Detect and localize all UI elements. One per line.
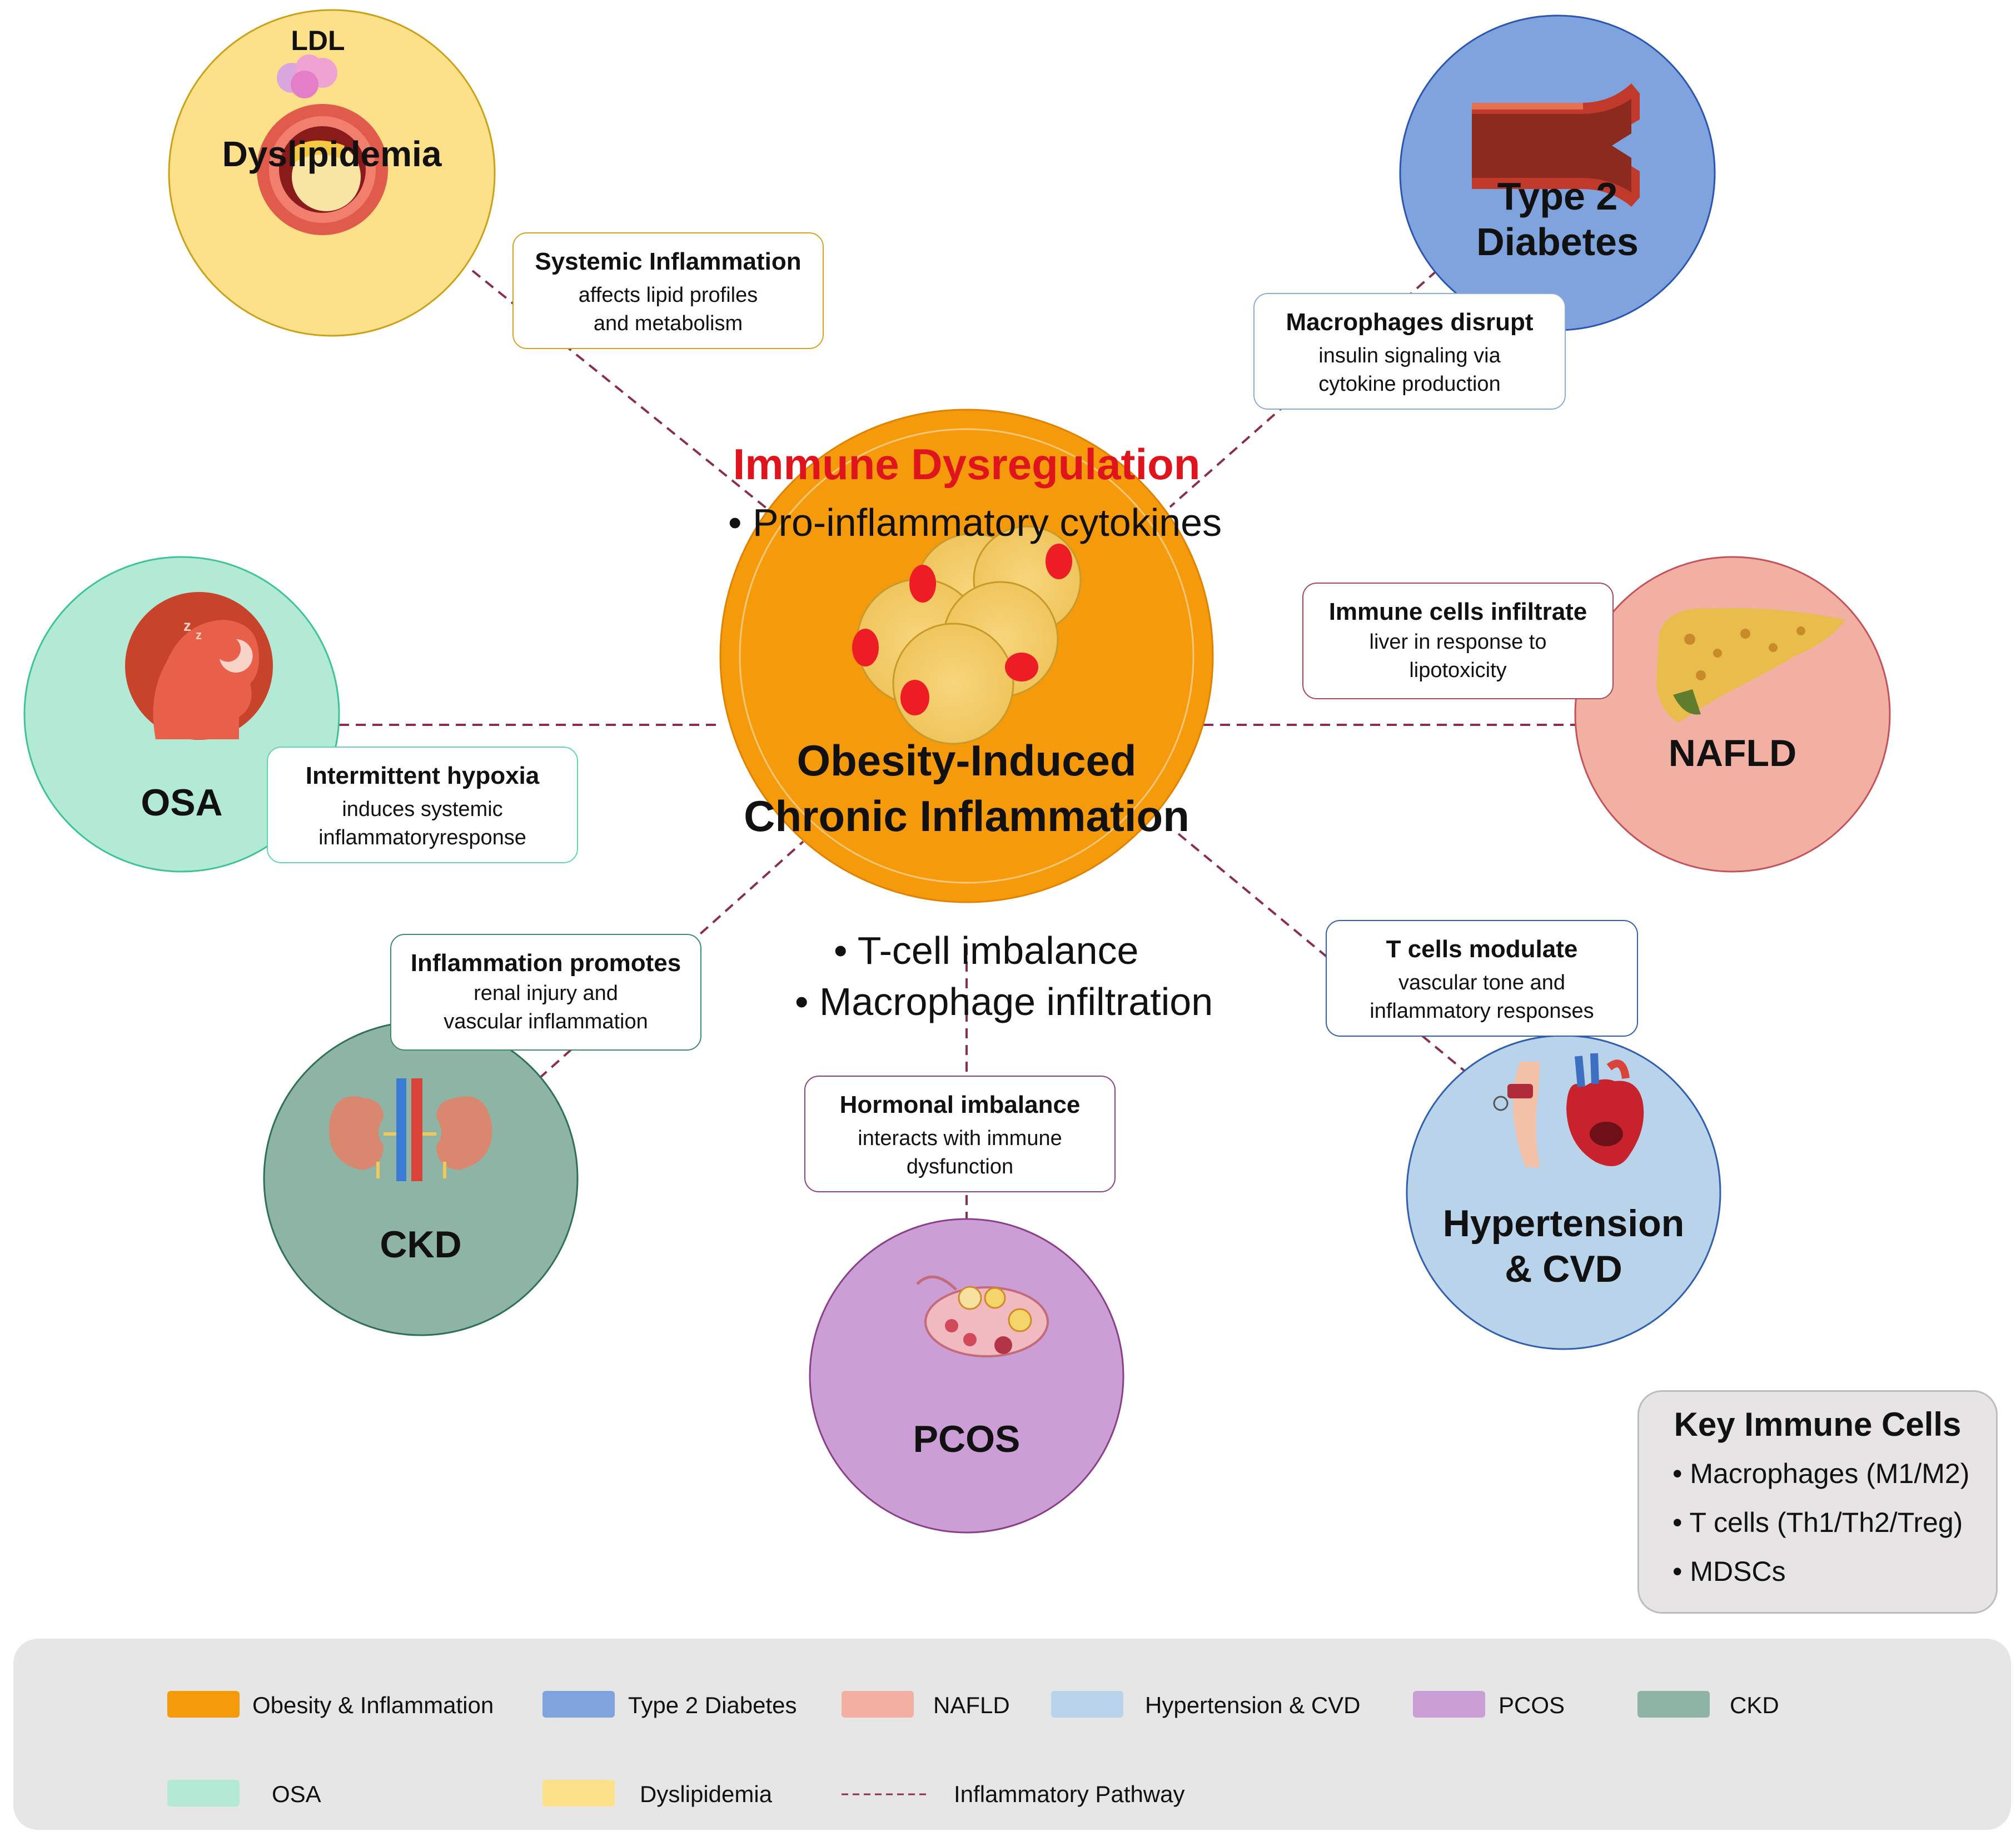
legend-swatch-htn (1051, 1691, 1123, 1718)
legend-swatch-ckd (1637, 1691, 1710, 1718)
legend-swatch-dyslipidemia (542, 1780, 615, 1807)
mechanism-title: Inflammation promotes (410, 949, 681, 977)
cytokines-text: Pro-inflammatory cytokines (752, 501, 1222, 544)
mechanism-box-t2d: Macrophages disrupt insulin signaling vi… (1253, 293, 1566, 410)
center-bullet-macrophage: • Macrophage infiltration (795, 980, 1213, 1023)
adipocyte-cells-icon (852, 525, 1082, 745)
legend-swatch-pcos (1413, 1691, 1485, 1718)
t2d-label: Type 2 Diabetes (1418, 173, 1696, 265)
legend-panel: Obesity & Inflammation Type 2 Diabetes N… (13, 1639, 2011, 1830)
center-inner-ring (739, 428, 1194, 884)
center-title-line2: Chronic Inflammation (744, 792, 1189, 840)
legend-label-obesity: Obesity & Inflammation (252, 1692, 494, 1718)
ckd-label: CKD (380, 1223, 462, 1266)
mechanism-box-pcos: Hormonal imbalance interacts with immune… (804, 1076, 1116, 1192)
key-item-mdscs: • MDSCs (1672, 1556, 1786, 1587)
legend-swatch-t2d (542, 1691, 615, 1718)
legend-label-osa: OSA (272, 1781, 321, 1807)
legend-label-dyslipidemia: Dyslipidemia (640, 1781, 773, 1807)
tcell-imbalance-text: T-cell imbalance (857, 929, 1139, 972)
htn-label-line2: & CVD (1505, 1248, 1622, 1290)
pathway-dyslipidemia (471, 270, 768, 510)
sleeping-head-icon: z z (125, 592, 273, 740)
key-item-tcells: • T cells (Th1/Th2/Treg) (1672, 1507, 1963, 1538)
mechanism-box-dyslipidemia: Systemic Inflammation affects lipid prof… (512, 232, 824, 349)
legend-swatch-nafld (842, 1691, 914, 1718)
legend-label-pathway: Inflammatory Pathway (954, 1781, 1185, 1807)
kidney-icon (328, 1078, 492, 1181)
mechanism-title: Intermittent hypoxia (305, 762, 540, 789)
key-item-macrophages: • Macrophages (M1/M2) (1672, 1458, 1970, 1489)
pcos-circle (809, 1218, 1124, 1534)
ovary-icon (916, 1275, 1049, 1357)
t2d-label-line2: Diabetes (1476, 220, 1639, 263)
mechanism-title: Macrophages disrupt (1286, 309, 1534, 336)
legend-swatch-osa (167, 1780, 240, 1807)
htn-label: Hypertension & CVD (1397, 1201, 1730, 1292)
svg-text:z: z (183, 617, 191, 634)
t2d-label-line1: Type 2 (1497, 175, 1618, 218)
blood-vessel-icon (1472, 83, 1640, 207)
nafld-circle (1574, 556, 1891, 873)
ldl-particles-icon (277, 54, 337, 98)
legend-swatch-obesity (167, 1691, 240, 1718)
legend-label-t2d: Type 2 Diabetes (628, 1692, 797, 1718)
dyslipidemia-label: Dyslipidemia (222, 134, 442, 174)
legend-label-nafld: NAFLD (933, 1692, 1010, 1718)
nafld-label: NAFLD (1668, 732, 1797, 774)
center-bullet-tcell: • T-cell imbalance (834, 929, 1139, 972)
legend-label-pcos: PCOS (1499, 1692, 1565, 1718)
mechanism-title: T cells modulate (1386, 936, 1578, 963)
artery-plaque-icon (257, 104, 388, 235)
pathway-htn (1177, 833, 1471, 1077)
key-immune-cells-panel: Key Immune Cells • Macrophages (M1/M2) •… (1637, 1390, 1998, 1614)
legend-pathway-line (842, 1793, 930, 1795)
center-bullet-cytokines: • Pro-inflammatory cytokines (728, 501, 1222, 544)
osa-label: OSA (141, 782, 223, 824)
ldl-label: LDL (291, 25, 345, 56)
pcos-label: PCOS (913, 1418, 1021, 1460)
macrophage-infiltration-text: Macrophage infiltration (819, 980, 1213, 1023)
svg-text:z: z (196, 628, 202, 642)
immune-dysregulation-heading: Immune Dysregulation (733, 440, 1201, 489)
htn-circle (1406, 1034, 1721, 1350)
key-immune-cells-title: Key Immune Cells (1674, 1406, 1962, 1443)
mechanism-box-nafld: Immune cells infiltrate liver in respons… (1302, 583, 1614, 699)
mechanism-title: Hormonal imbalance (839, 1091, 1081, 1118)
mechanism-title: Immune cells infiltrate (1328, 598, 1587, 625)
htn-label-line1: Hypertension (1442, 1202, 1685, 1245)
mechanism-title: Systemic Inflammation (535, 248, 802, 275)
legend-label-htn: Hypertension & CVD (1145, 1692, 1361, 1718)
heart-and-arm-icon (1493, 1053, 1644, 1167)
legend-label-ckd: CKD (1730, 1692, 1779, 1718)
liver-icon (1656, 608, 1845, 723)
center-title: Obesity-Induced Chronic Inflammation (689, 733, 1245, 844)
center-title-line1: Obesity-Induced (797, 736, 1137, 785)
